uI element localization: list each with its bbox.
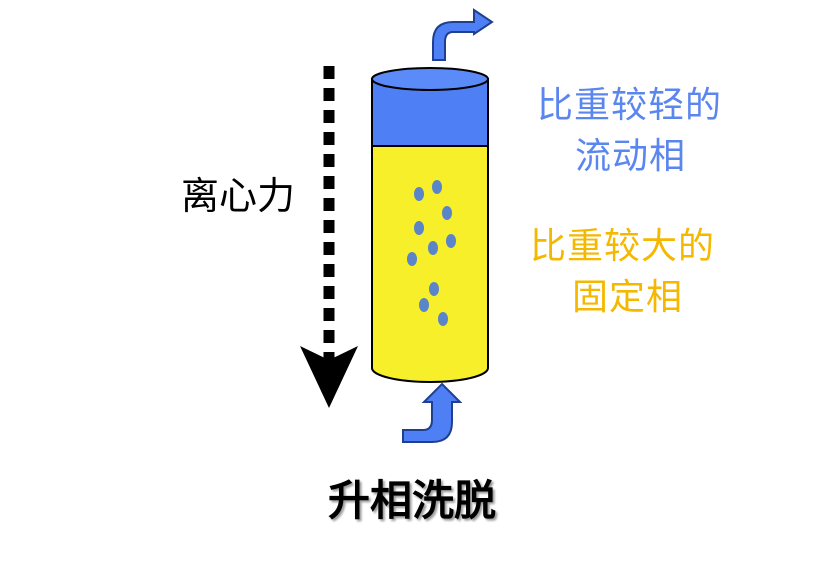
inlet-arrow-icon	[402, 382, 463, 443]
droplet	[446, 234, 456, 248]
droplet	[429, 282, 439, 296]
diagram-caption: 升相洗脱	[328, 476, 497, 525]
stationary-phase-region	[371, 145, 489, 383]
column	[371, 67, 489, 383]
droplet	[438, 312, 448, 326]
droplet	[414, 187, 424, 201]
mobile-phase-label-line2: 流动相	[575, 136, 687, 177]
droplet	[419, 298, 429, 312]
force-arrow-head	[300, 346, 358, 408]
droplet	[428, 241, 438, 255]
column-top-rim	[371, 67, 489, 91]
outlet-arrow-icon	[432, 8, 494, 61]
droplet	[407, 252, 417, 266]
stationary-phase-label-line2: 固定相	[572, 277, 684, 318]
droplet	[442, 206, 452, 220]
droplet	[432, 180, 442, 194]
force-arrow-icon	[300, 66, 358, 408]
mobile-phase-label-line1: 比重较轻的	[537, 85, 723, 126]
stationary-phase-label-line1: 比重较大的	[530, 226, 716, 267]
droplet	[414, 221, 424, 235]
droplets	[407, 180, 456, 326]
centrifugal-force-label: 离心力	[181, 174, 296, 218]
